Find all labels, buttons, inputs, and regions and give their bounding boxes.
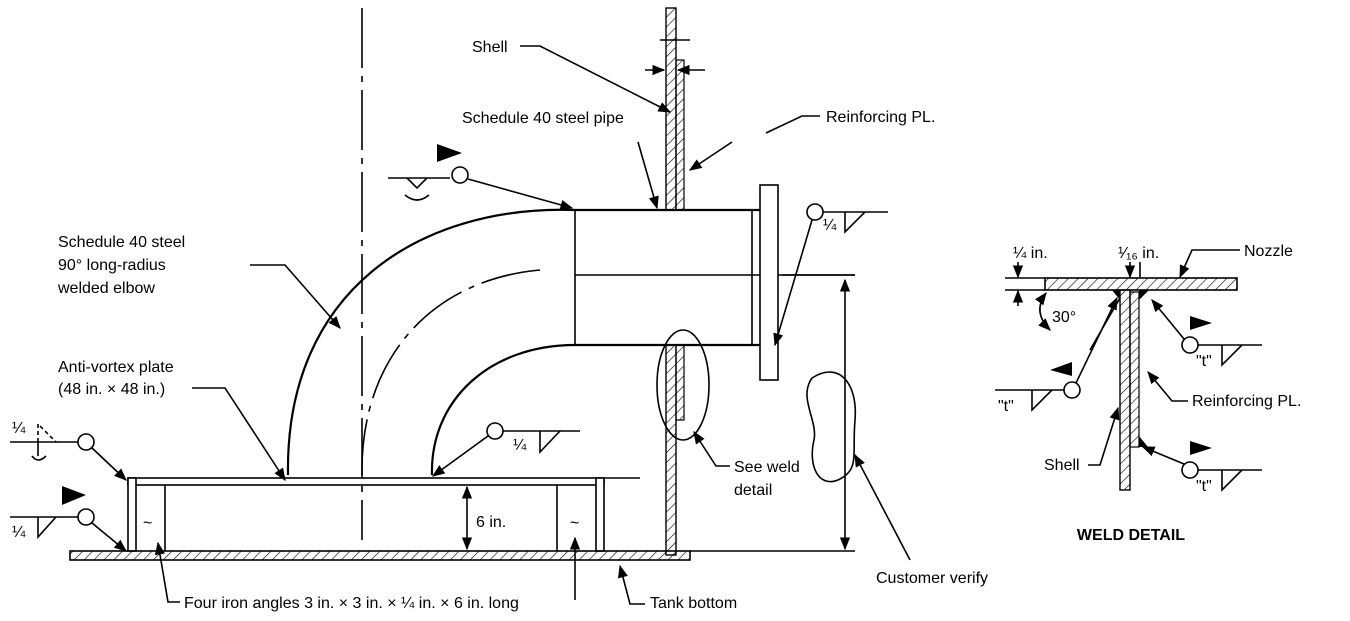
customer-verify-label: Customer verify xyxy=(876,570,988,587)
weld-symbol-elbow-plate: ¼ xyxy=(431,422,580,477)
flange-weld-size: ¼ xyxy=(823,217,837,234)
customer-verify-dimension xyxy=(690,274,911,561)
detail-shell: Shell xyxy=(1044,457,1080,474)
reinforcing-pl-label: Reinforcing PL. xyxy=(826,109,935,126)
weld-detail-symbol-left: "t" xyxy=(995,296,1118,415)
elbow-label-3: welded elbow xyxy=(57,280,155,297)
weld-detail-symbol-lower-right: "t" xyxy=(1141,441,1262,495)
weld-detail-drawing xyxy=(1005,249,1240,491)
tank-bottom-label: Tank bottom xyxy=(650,595,737,612)
leader-lines xyxy=(154,45,820,605)
see-weld-label-2: detail xyxy=(734,482,772,499)
weld-symbol-plate-left-lower: ¼ xyxy=(10,486,127,552)
detail-sixteenth-in: ¹⁄₁₆ in. xyxy=(1118,245,1159,262)
plate-upper-weld-size: ¼ xyxy=(12,420,26,437)
detail-nozzle: Nozzle xyxy=(1244,243,1293,260)
elbow-label-2: 90° long-radius xyxy=(58,257,166,274)
see-weld-label-1: See weld xyxy=(734,459,800,476)
weld-detail-leaders xyxy=(1088,371,1188,466)
pipe-label: Schedule 40 steel pipe xyxy=(462,110,624,127)
anti-vortex-plate xyxy=(127,477,640,552)
angle-mark-right: ~ xyxy=(570,515,579,532)
tank-bottom xyxy=(69,550,691,561)
welded-elbow xyxy=(286,208,576,476)
shell-wall xyxy=(660,7,690,556)
four-angles-label: Four iron angles 3 in. × 3 in. × ¼ in. ×… xyxy=(184,595,519,612)
detail-t-lower-right: "t" xyxy=(1196,478,1212,495)
anti-vortex-label-1: Anti-vortex plate xyxy=(58,359,174,376)
steel-pipe xyxy=(574,184,855,381)
weld-detail-title: WELD DETAIL xyxy=(1077,527,1185,544)
shell-label: Shell xyxy=(472,39,508,56)
detail-thirty-deg: 30° xyxy=(1052,309,1076,326)
detail-t-left: "t" xyxy=(998,398,1014,415)
weld-detail-callout xyxy=(656,329,710,441)
weld-symbol-flange: ¼ xyxy=(773,203,888,347)
weld-detail-symbol-upper-right: "t" xyxy=(1151,299,1262,370)
anti-vortex-label-2: (48 in. × 48 in.) xyxy=(58,381,165,398)
elbow-label-1: Schedule 40 steel xyxy=(58,234,185,251)
angle-mark-left: ~ xyxy=(143,515,152,532)
elbow-plate-weld-size: ¼ xyxy=(513,437,527,454)
six-inch-dimension: 6 in. xyxy=(461,485,506,551)
six-in-label: 6 in. xyxy=(476,514,506,531)
weld-symbol-plate-left-upper: ¼ xyxy=(10,420,127,481)
weld-symbol-pipe-shell xyxy=(388,144,574,210)
detail-reinforcing-pl: Reinforcing PL. xyxy=(1192,393,1301,410)
detail-t-upper-right: "t" xyxy=(1196,353,1212,370)
detail-quarter-in: ¼ in. xyxy=(1013,245,1048,262)
plate-lower-weld-size: ¼ xyxy=(12,524,26,541)
